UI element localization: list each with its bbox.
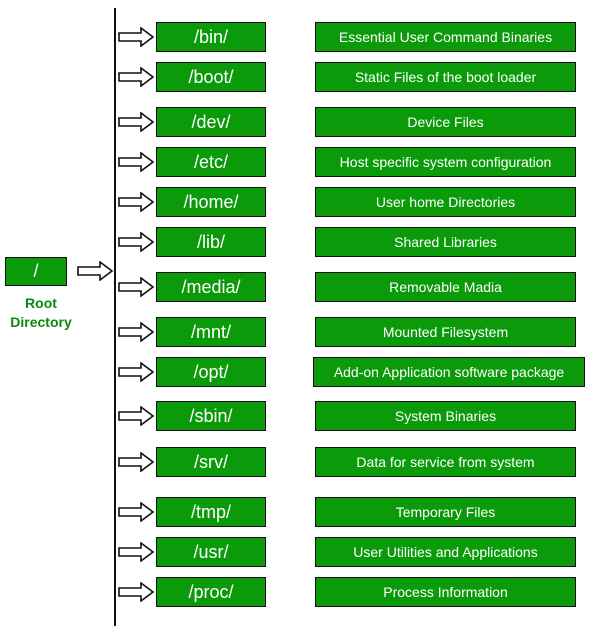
directory-description-box: Mounted Filesystem [315, 317, 576, 347]
directory-name-box: /etc/ [156, 147, 266, 177]
directory-name-box: /srv/ [156, 447, 266, 477]
directory-description-box: Essential User Command Binaries [315, 22, 576, 52]
directory-name-box: /usr/ [156, 537, 266, 567]
branch-arrow-icon [118, 277, 155, 297]
directory-name-box: /opt/ [156, 357, 266, 387]
branch-arrow-icon [118, 27, 155, 47]
directory-name-box: /boot/ [156, 62, 266, 92]
directory-description-box: Static Files of the boot loader [315, 62, 576, 92]
directory-description-box: Shared Libraries [315, 227, 576, 257]
branch-arrow-icon [118, 582, 155, 602]
branch-arrow-icon [118, 67, 155, 87]
directory-description-box: Add-on Application software package [313, 357, 585, 387]
directory-description-box: Process Information [315, 577, 576, 607]
branch-arrow-icon [118, 112, 155, 132]
branch-arrow-icon [118, 362, 155, 382]
directory-description-box: Removable Madia [315, 272, 576, 302]
root-directory-caption: Root Directory [10, 295, 72, 330]
directory-name-box: /home/ [156, 187, 266, 217]
branch-arrow-icon [118, 232, 155, 252]
branch-arrow-icon [118, 152, 155, 172]
branch-arrow-icon [118, 322, 155, 342]
directory-description-box: Data for service from system [315, 447, 576, 477]
branch-arrow-icon [118, 502, 155, 522]
directory-name-box: /proc/ [156, 577, 266, 607]
directory-description-box: User home Directories [315, 187, 576, 217]
directory-name-box: /dev/ [156, 107, 266, 137]
directory-description-box: Temporary Files [315, 497, 576, 527]
directory-name-box: /tmp/ [156, 497, 266, 527]
directory-name-box: /media/ [156, 272, 266, 302]
directory-name-box: /sbin/ [156, 401, 266, 431]
directory-name-box: /lib/ [156, 227, 266, 257]
directory-name-box: /mnt/ [156, 317, 266, 347]
directory-description-box: Host specific system configuration [315, 147, 576, 177]
branch-arrow-icon [118, 452, 155, 472]
tree-spine-line [114, 8, 116, 626]
root-directory-box: / [5, 257, 67, 286]
directory-name-box: /bin/ [156, 22, 266, 52]
branch-arrow-icon [118, 406, 155, 426]
directory-description-box: User Utilities and Applications [315, 537, 576, 567]
branch-arrow-icon [118, 192, 155, 212]
directory-description-box: System Binaries [315, 401, 576, 431]
branch-arrow-icon [118, 542, 155, 562]
root-arrow-icon [77, 261, 114, 281]
directory-description-box: Device Files [315, 107, 576, 137]
